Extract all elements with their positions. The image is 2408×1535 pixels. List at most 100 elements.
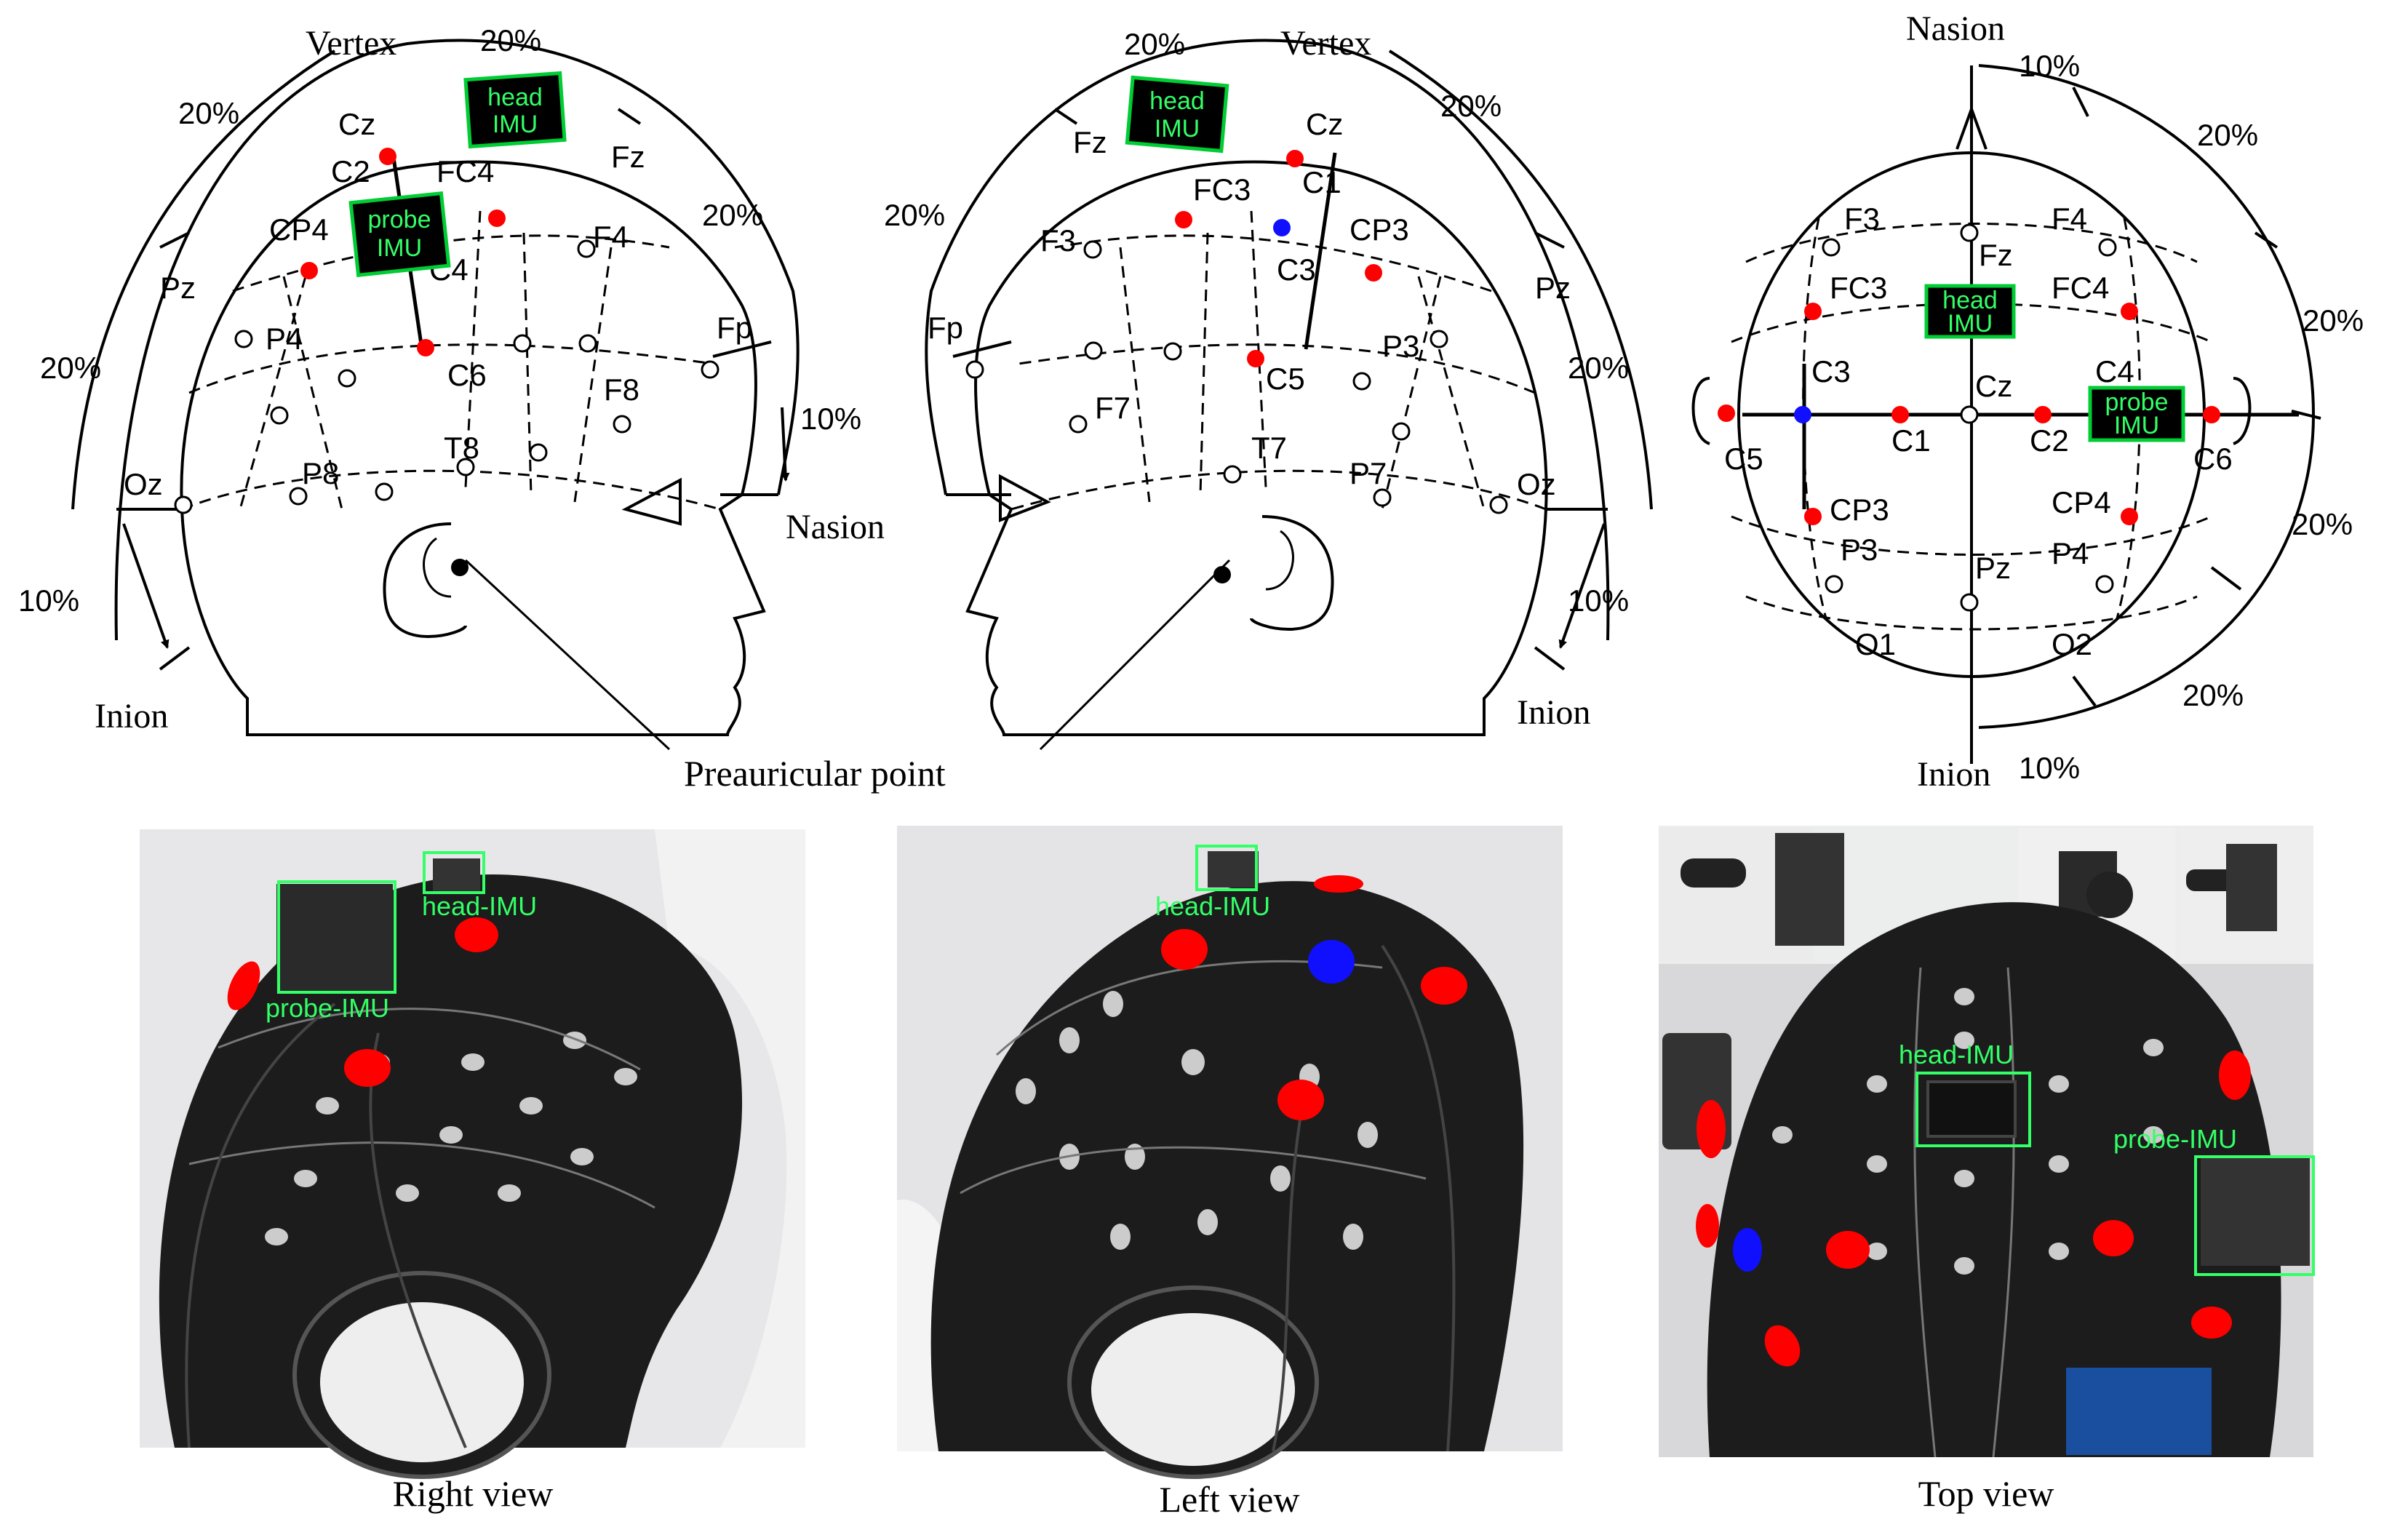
left-el-p7: P7 [1349,456,1387,490]
left-head-imu-box: head IMU [1125,75,1229,154]
top-dot-c1 [1891,406,1909,423]
left-preauricular-dot [1213,566,1231,583]
svg-text:IMU: IMU [1155,115,1200,143]
imu-boxes: head IMU probe IMU head IMU head IMU pro… [348,71,2185,442]
left-label-pct-right: 20% [1568,351,1629,385]
top-dot-cp4 [2121,508,2138,525]
right-label-pct-left: 20% [40,351,101,385]
top-label-pct-d: 20% [2292,507,2353,541]
top-label-nasion: Nasion [1906,9,2005,48]
top-el-fc4: FC4 [2052,271,2109,305]
right-electrodes [174,148,719,576]
left-electrodes [965,150,1508,583]
top-photo-head-imu-tag: head-IMU [1899,1040,2014,1069]
right-el-p8: P8 [302,456,339,490]
top-el-fz: Fz [1979,238,2013,272]
left-dot-c1 [1286,150,1304,167]
top-el-c3: C3 [1811,354,1851,388]
right-label-nasion: Nasion [786,508,885,546]
right-label-pct-inion: 10% [18,583,79,618]
top-el-f3: F3 [1844,202,1880,236]
left-ear [1250,515,1334,631]
top-photo-probe-imu-tag: probe-IMU [2113,1124,2237,1154]
left-el-fc3: FC3 [1193,172,1251,207]
right-el-fp: Fp [717,311,752,345]
right-el-oz: Oz [124,467,163,501]
top-dot-fc4 [2121,303,2138,320]
top-dot-cp3 [1804,508,1822,525]
right-el-p4: P4 [266,322,303,356]
top-el-o1: O1 [1855,627,1896,661]
top-view-diagram [1691,64,2321,764]
left-el-fp: Fp [928,311,963,345]
right-view-diagram [71,39,800,751]
left-label-inion: Inion [1517,693,1590,732]
right-el-pz: Pz [160,271,196,305]
right-el-c6: C6 [447,358,487,392]
top-label-pct-e: 20% [2182,678,2244,712]
left-el-t7: T7 [1251,431,1287,465]
right-el-f8: F8 [604,372,639,407]
top-label-pct-f: 10% [2019,751,2080,785]
top-probe-imu-box: probe IMU [2088,386,2185,442]
top-label-pct-a: 10% [2019,49,2080,83]
right-label-inion: Inion [95,697,168,735]
right-eye [621,477,682,526]
left-el-f3: F3 [1040,223,1076,258]
left-photo-head-imu-tag: head-IMU [1155,891,1270,921]
right-label-pct-nasion: 10% [800,402,861,436]
left-el-pz: Pz [1535,271,1571,305]
top-electrodes [1718,223,2220,612]
svg-text:head: head [487,84,543,111]
right-preauricular-dot [451,559,469,576]
top-el-c1: C1 [1891,423,1931,458]
right-dot-fc4 [488,210,506,227]
right-label-pct-top: 20% [480,23,541,57]
left-el-c1: C1 [1302,165,1341,199]
svg-text:IMU: IMU [1947,310,1993,338]
svg-text:head: head [1149,87,1205,115]
top-el-cp3: CP3 [1830,493,1889,527]
top-el-fc3: FC3 [1830,271,1887,305]
top-el-p3: P3 [1841,533,1878,567]
right-el-c2: C2 [331,154,370,188]
right-probe-imu-box: probe IMU [348,191,451,277]
svg-text:IMU: IMU [2114,412,2159,439]
left-dashed-grid [1010,210,1547,511]
svg-text:IMU: IMU [493,111,538,138]
left-el-f7: F7 [1095,391,1131,425]
top-head-imu-box: head IMU [1924,284,2016,339]
top-label-pct-b: 20% [2197,118,2258,152]
top-outer-arc [1978,64,2316,729]
right-el-fc4: FC4 [436,154,494,188]
left-el-c3: C3 [1277,252,1316,287]
left-dot-cp3 [1365,264,1382,282]
right-ear [383,522,467,638]
right-label-vertex: Vertex [306,24,396,63]
top-el-cz: Cz [1975,369,2012,403]
right-dot-c2 [379,148,396,165]
top-view-photo: head-IMU probe-IMU [1659,826,2315,1458]
left-el-fz: Fz [1073,125,1107,159]
right-view-photo: head-IMU probe-IMU [140,829,805,1479]
left-label-pct-inion: 10% [1568,583,1629,618]
top-el-c6: C6 [2193,442,2233,476]
right-label-pct-left-upper: 20% [178,96,239,130]
right-head-imu-box: head IMU [463,71,567,149]
top-dot-c2 [2034,406,2052,423]
top-dot-c3 [1794,406,1811,423]
right-el-cz: Cz [338,107,375,141]
left-label-vertex: Vertex [1280,24,1371,63]
left-el-oz: Oz [1517,467,1556,501]
svg-text:head: head [1942,287,1998,314]
caption-right-view: Right view [393,1473,554,1514]
left-view-diagram [925,39,1653,751]
right-label-pct-right: 20% [702,198,763,232]
right-dot-c6 [417,339,434,356]
caption-top-view: Top view [1918,1473,2054,1514]
top-dot-c6 [2203,406,2220,423]
top-dot-c5 [1718,404,1735,422]
right-outer-arc [114,39,800,641]
connector-inset-photos [1659,828,2313,961]
top-el-p4: P4 [2052,536,2089,570]
